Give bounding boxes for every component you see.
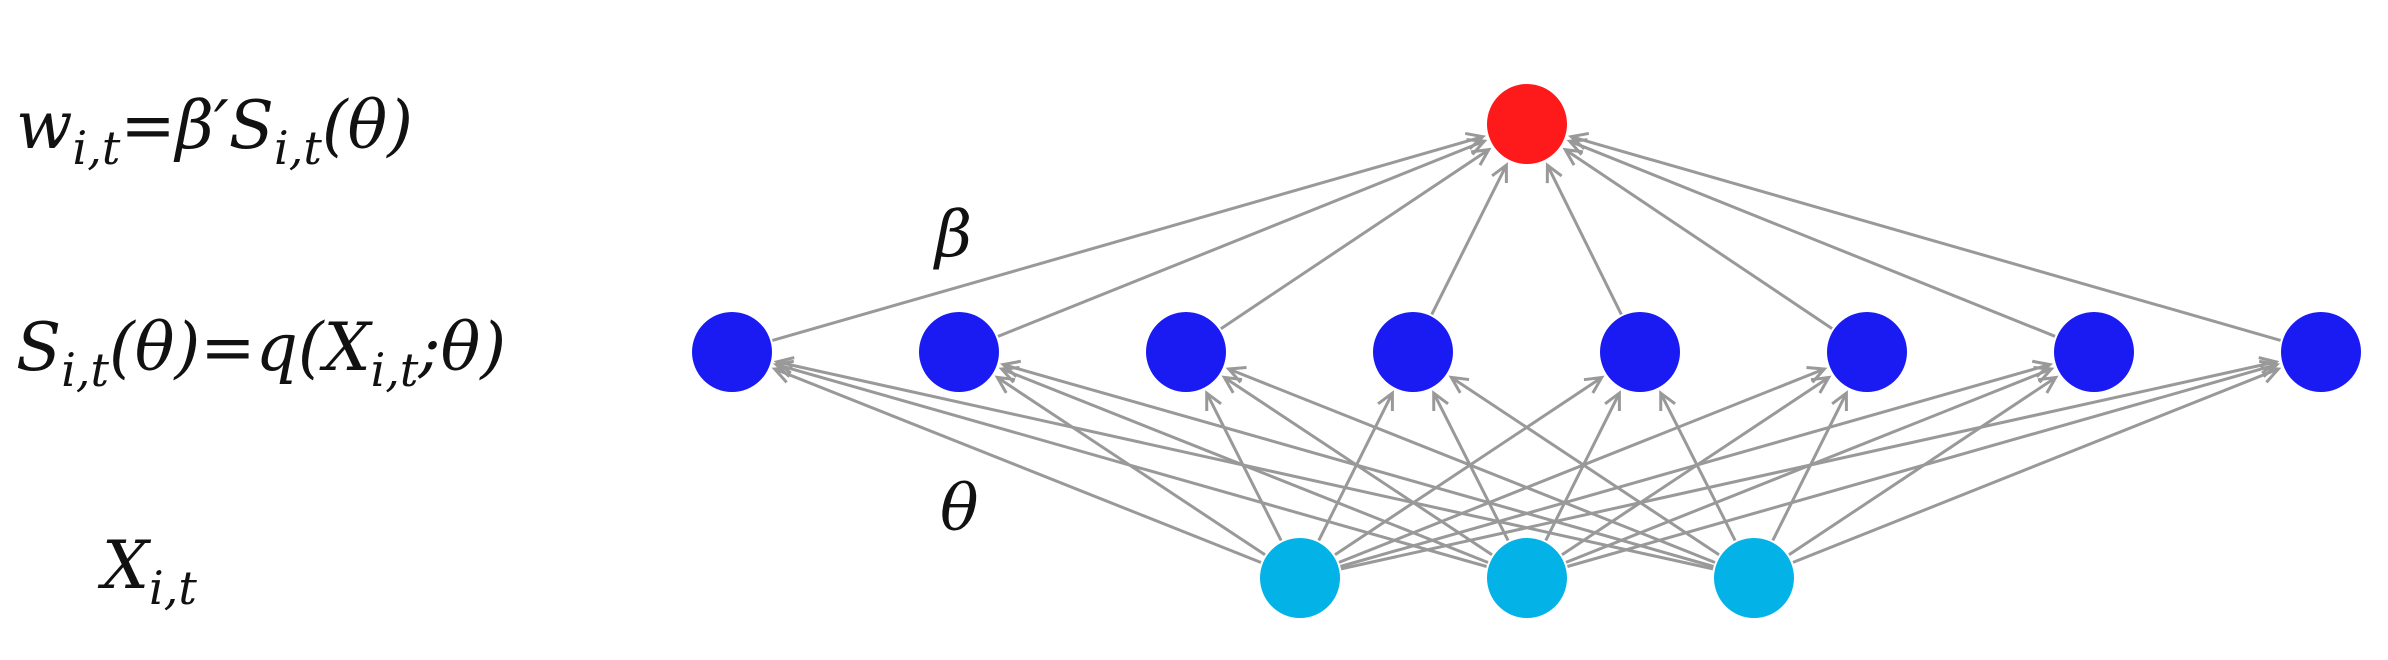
edge-input-2-to-hidden-6 bbox=[1561, 375, 1832, 557]
edge-input-2-to-hidden-1 bbox=[772, 359, 1488, 568]
edge-input-2-to-hidden-5 bbox=[1544, 390, 1621, 542]
beta-label: β bbox=[933, 198, 972, 272]
input-node-1 bbox=[1260, 538, 1340, 618]
edge-input-3-to-hidden-6 bbox=[1771, 390, 1848, 542]
output-equation: wi,t=β′Si,t(θ) bbox=[16, 87, 413, 175]
edge-hidden-4-to-output bbox=[1430, 162, 1508, 316]
edge-input-1-to-hidden-5 bbox=[1334, 375, 1605, 557]
edge-input-3-to-hidden-1 bbox=[773, 356, 1714, 571]
edge-hidden-3-to-output bbox=[1220, 147, 1492, 330]
edge-input-3-to-hidden-7 bbox=[1788, 375, 2059, 557]
hidden-node-1 bbox=[692, 312, 772, 392]
nodes bbox=[692, 84, 2361, 618]
edge-input-1-to-hidden-1 bbox=[771, 365, 1262, 564]
hidden-node-2 bbox=[919, 312, 999, 392]
edge-hidden-5-to-output bbox=[1545, 162, 1623, 316]
edge-hidden-1-to-output bbox=[771, 131, 1487, 342]
edge-hidden-2-to-output bbox=[997, 138, 1488, 338]
hidden-equation: Si,t(θ)=q(Xi,t;θ) bbox=[16, 309, 506, 397]
edge-input-3-to-hidden-3 bbox=[1225, 365, 1716, 564]
edge-input-3-to-hidden-8 bbox=[1792, 365, 2282, 564]
hidden-node-7 bbox=[2054, 312, 2134, 392]
input-node-3 bbox=[1714, 538, 1794, 618]
theta-label: θ bbox=[940, 472, 979, 546]
hidden-node-5 bbox=[1600, 312, 1680, 392]
hidden-node-6 bbox=[1827, 312, 1907, 392]
hidden-node-4 bbox=[1373, 312, 1453, 392]
edge-input-3-to-hidden-4 bbox=[1448, 375, 1720, 557]
hidden-node-8 bbox=[2281, 312, 2361, 392]
edge-input-1-to-hidden-4 bbox=[1317, 390, 1394, 542]
output-node-1 bbox=[1487, 84, 1567, 164]
input-variable: Xi,t bbox=[97, 527, 197, 615]
edge-hidden-8-to-output bbox=[1567, 131, 2282, 342]
edge-input-3-to-hidden-2 bbox=[999, 359, 1715, 568]
edge-hidden-7-to-output bbox=[1566, 138, 2056, 338]
input-node-2 bbox=[1487, 538, 1567, 618]
edge-hidden-6-to-output bbox=[1562, 147, 1833, 330]
hidden-node-3 bbox=[1146, 312, 1226, 392]
edges bbox=[771, 131, 2282, 571]
edge-input-3-to-hidden-5 bbox=[1659, 390, 1737, 542]
